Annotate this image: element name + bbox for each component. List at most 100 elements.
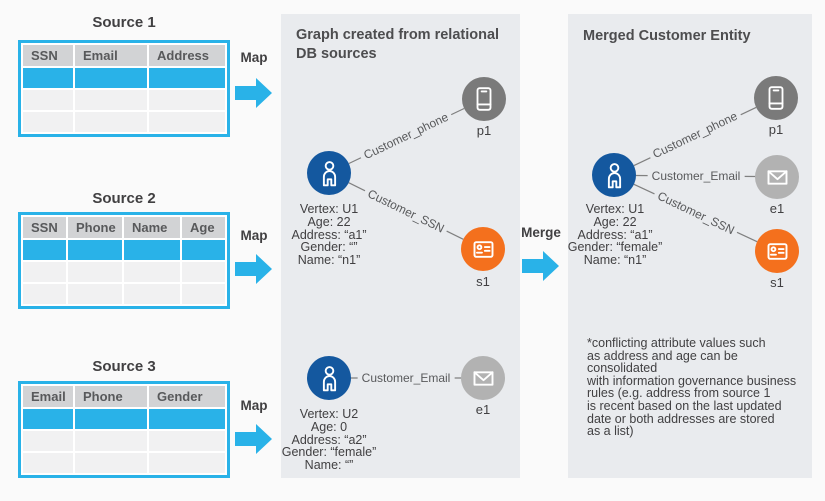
table-cell [124, 284, 180, 304]
merged-panel-title: Merged Customer Entity [583, 28, 751, 44]
email-icon [767, 169, 787, 185]
node-label-s1: s1 [476, 274, 490, 289]
table-cell [149, 409, 225, 429]
merge-label: Merge [521, 225, 561, 240]
table-cell [68, 240, 122, 260]
source3-header-row: Email Phone Gender [23, 386, 225, 407]
edge-customer-email: Customer_Email [647, 169, 745, 183]
source2-header-row: SSN Phone Name Age [23, 217, 225, 238]
map-label-3: Map [240, 398, 268, 413]
highlighted-row [23, 409, 225, 429]
source1-title: Source 1 [92, 14, 156, 31]
column-header: SSN [23, 217, 66, 238]
ssn-node-s1 [461, 227, 505, 271]
table-cell [124, 240, 180, 260]
column-header: Address [149, 45, 225, 66]
table-cell [75, 453, 147, 473]
customer-vertex-u1 [307, 151, 351, 195]
table-cell [75, 112, 147, 132]
node-label-e1: e1 [475, 402, 491, 417]
phone-icon [768, 86, 784, 110]
table-row [23, 284, 225, 304]
merged-panel: Merged Customer Entity Customer_phone Cu… [568, 14, 812, 478]
node-label-p1: p1 [768, 122, 784, 137]
table-cell [75, 409, 147, 429]
table-cell [23, 240, 66, 260]
source2-table: SSN Phone Name Age [18, 212, 230, 309]
source1-table: SSN Email Address [18, 40, 230, 137]
node-label-e1: e1 [769, 201, 785, 216]
table-cell [23, 453, 73, 473]
graph-panel: Graph created from relational DB sources… [281, 14, 520, 478]
vertex-u1-attributes: Vertex: U1 Age: 22 Address: “a1” Gender:… [567, 202, 663, 268]
table-row [23, 453, 225, 473]
table-cell [182, 262, 225, 282]
footnote: *conflicting attribute values such as ad… [587, 336, 797, 439]
map-label-1: Map [240, 50, 268, 65]
id-card-icon [473, 240, 493, 258]
vertex-u2-attributes: Vertex: U2 Age: 0 Address: “a2” Gender: … [281, 407, 377, 473]
table-cell [23, 112, 73, 132]
person-icon [322, 365, 336, 391]
table-cell [149, 68, 225, 88]
person-icon [322, 160, 336, 186]
table-row [23, 112, 225, 132]
customer-vertex-u2 [307, 356, 351, 400]
table-cell [75, 431, 147, 451]
email-icon [473, 370, 493, 386]
source3-title: Source 3 [92, 358, 156, 375]
table-cell [149, 431, 225, 451]
phone-node-p1 [754, 76, 798, 120]
edge-customer-email: Customer_Email [357, 371, 455, 385]
map-arrow-icon [235, 254, 272, 284]
phone-icon [476, 87, 492, 111]
column-header: Age [182, 217, 225, 238]
table-cell [182, 284, 225, 304]
table-row [23, 90, 225, 110]
source1-header-row: SSN Email Address [23, 45, 225, 66]
column-header: Name [124, 217, 180, 238]
map-arrow-icon [235, 424, 272, 454]
column-header: Email [75, 45, 147, 66]
column-header: SSN [23, 45, 73, 66]
table-cell [23, 262, 66, 282]
vertex-u1-attributes: Vertex: U1 Age: 22 Address: “a1” Gender:… [291, 202, 367, 268]
table-cell [149, 453, 225, 473]
highlighted-row [23, 240, 225, 260]
phone-node-p1 [462, 77, 506, 121]
person-icon [607, 162, 621, 188]
source3-table: Email Phone Gender [18, 381, 230, 478]
column-header: Email [23, 386, 73, 407]
column-header: Phone [68, 217, 122, 238]
highlighted-row [23, 68, 225, 88]
table-cell [68, 262, 122, 282]
table-cell [23, 90, 73, 110]
table-cell [23, 431, 73, 451]
table-cell [182, 240, 225, 260]
table-cell [68, 284, 122, 304]
column-header: Gender [149, 386, 225, 407]
table-cell [23, 68, 73, 88]
table-cell [75, 68, 147, 88]
node-label-s1: s1 [770, 275, 784, 290]
graph-panel-title: Graph created from relational DB sources [296, 27, 500, 62]
email-node-e1 [755, 155, 799, 199]
email-node-e1 [461, 356, 505, 400]
node-label-p1: p1 [476, 123, 492, 138]
table-cell [23, 284, 66, 304]
table-cell [149, 112, 225, 132]
ssn-node-s1 [755, 229, 799, 273]
id-card-icon [767, 242, 787, 260]
map-label-2: Map [240, 228, 268, 243]
source2-title: Source 2 [92, 190, 156, 207]
table-row [23, 431, 225, 451]
table-cell [23, 409, 73, 429]
table-row [23, 262, 225, 282]
column-header: Phone [75, 386, 147, 407]
customer-vertex-u1 [592, 153, 636, 197]
table-cell [149, 90, 225, 110]
table-cell [75, 90, 147, 110]
map-arrow-icon [235, 78, 272, 108]
table-cell [124, 262, 180, 282]
